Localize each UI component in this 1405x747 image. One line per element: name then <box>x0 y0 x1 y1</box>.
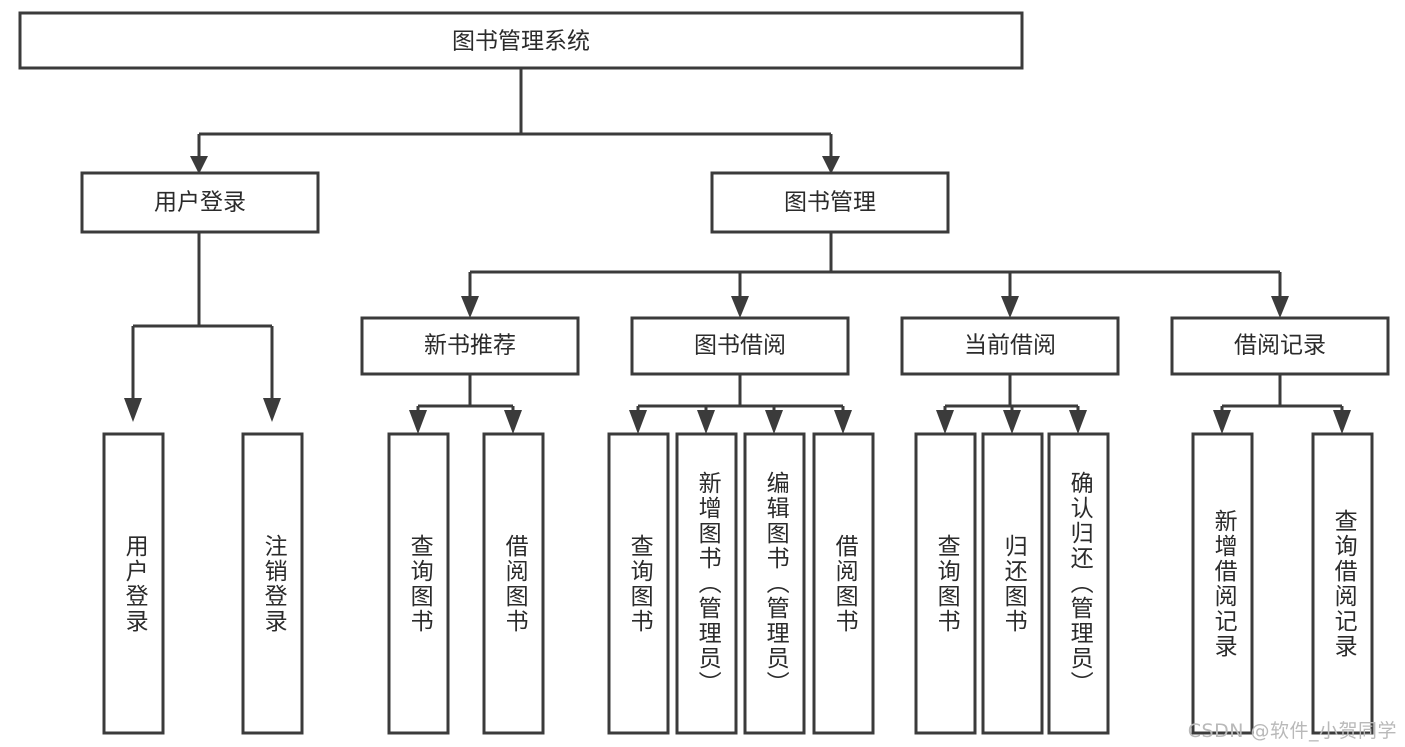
node-borrow-record-label: 借阅记录 <box>1234 333 1326 359</box>
connector-borrow-record-trunk <box>1220 374 1344 414</box>
arrow-root-to-book-manage <box>822 156 840 174</box>
node-user-login[interactable]: 用户登录 <box>80 171 320 234</box>
node-root[interactable]: 图书管理系统 <box>18 11 1024 70</box>
node-user-login-label: 用户登录 <box>154 190 246 216</box>
arrow-to-book-borrow <box>731 296 749 318</box>
arrow-book-borrow-leaf-3 <box>765 410 783 434</box>
node-new-book-recommend[interactable]: 新书推荐 <box>360 316 580 376</box>
connector-current-borrow-trunk <box>943 374 1080 414</box>
connector-layer <box>124 68 1351 434</box>
leaf-box-current-borrow-3[interactable] <box>1047 432 1110 735</box>
node-book-borrow-label: 图书借阅 <box>694 333 786 359</box>
arrow-current-borrow-leaf-2 <box>1003 410 1021 434</box>
arrow-borrow-record-leaf-2 <box>1333 410 1351 434</box>
node-current-borrow[interactable]: 当前借阅 <box>900 316 1120 376</box>
leaf-box-borrow-record-1[interactable] <box>1191 432 1254 735</box>
node-current-borrow-label: 当前借阅 <box>964 333 1056 359</box>
node-root-label: 图书管理系统 <box>452 29 590 55</box>
leaf-box-current-borrow-2[interactable] <box>981 432 1044 735</box>
leaf-box-user-login-2[interactable] <box>241 432 304 735</box>
arrow-current-borrow-leaf-3 <box>1069 410 1087 434</box>
node-user-login-box[interactable] <box>80 171 320 234</box>
connector-new-book-recommend-trunk <box>416 374 515 414</box>
arrow-user-login-leaf-2 <box>263 398 281 422</box>
leaf-box-borrow-record-2[interactable] <box>1311 432 1374 735</box>
arrow-book-borrow-leaf-2 <box>697 410 715 434</box>
leaf-box-user-login-1[interactable] <box>102 432 165 735</box>
arrow-root-to-user-login <box>190 156 208 174</box>
arrow-book-borrow-leaf-4 <box>834 410 852 434</box>
connector-book-manage-trunk <box>468 232 1282 298</box>
arrow-book-borrow-leaf-1 <box>629 410 647 434</box>
leaf-box-book-borrow-4[interactable] <box>812 432 875 735</box>
node-book-borrow[interactable]: 图书借阅 <box>630 316 850 376</box>
node-book-manage-box[interactable] <box>710 171 950 234</box>
node-new-book-recommend-label: 新书推荐 <box>424 333 516 359</box>
leaf-box-new-book-2[interactable] <box>482 432 545 735</box>
arrow-new-book-leaf-2 <box>504 410 522 434</box>
leaf-box-book-borrow-3[interactable] <box>743 432 806 735</box>
arrow-borrow-record-leaf-1 <box>1213 410 1231 434</box>
arrow-to-new-book-recommend <box>461 296 479 318</box>
leaf-box-book-borrow-1[interactable] <box>607 432 670 735</box>
arrow-new-book-leaf-1 <box>409 410 427 434</box>
connector-book-borrow-trunk <box>636 374 845 414</box>
arrow-user-login-leaf-1 <box>124 398 142 422</box>
arrow-to-current-borrow <box>1001 296 1019 318</box>
node-book-manage-label: 图书管理 <box>784 190 876 216</box>
node-book-borrow-box[interactable] <box>630 316 850 376</box>
leaf-box-current-borrow-1[interactable] <box>914 432 977 735</box>
arrow-to-borrow-record <box>1271 296 1289 318</box>
node-book-manage[interactable]: 图书管理 <box>710 171 950 234</box>
node-borrow-record[interactable]: 借阅记录 <box>1170 316 1390 376</box>
connector-root-trunk <box>197 68 833 158</box>
leaf-box-new-book-1[interactable] <box>387 432 450 735</box>
arrow-current-borrow-leaf-1 <box>936 410 954 434</box>
node-root-box[interactable] <box>18 11 1024 70</box>
node-borrow-record-box[interactable] <box>1170 316 1390 376</box>
node-current-borrow-box[interactable] <box>900 316 1120 376</box>
connector-user-login-trunk <box>131 232 274 400</box>
watermark-label: CSDN @软件_小贺同学 <box>1187 720 1397 742</box>
leaf-box-book-borrow-2[interactable] <box>675 432 738 735</box>
node-new-book-recommend-box[interactable] <box>360 316 580 376</box>
